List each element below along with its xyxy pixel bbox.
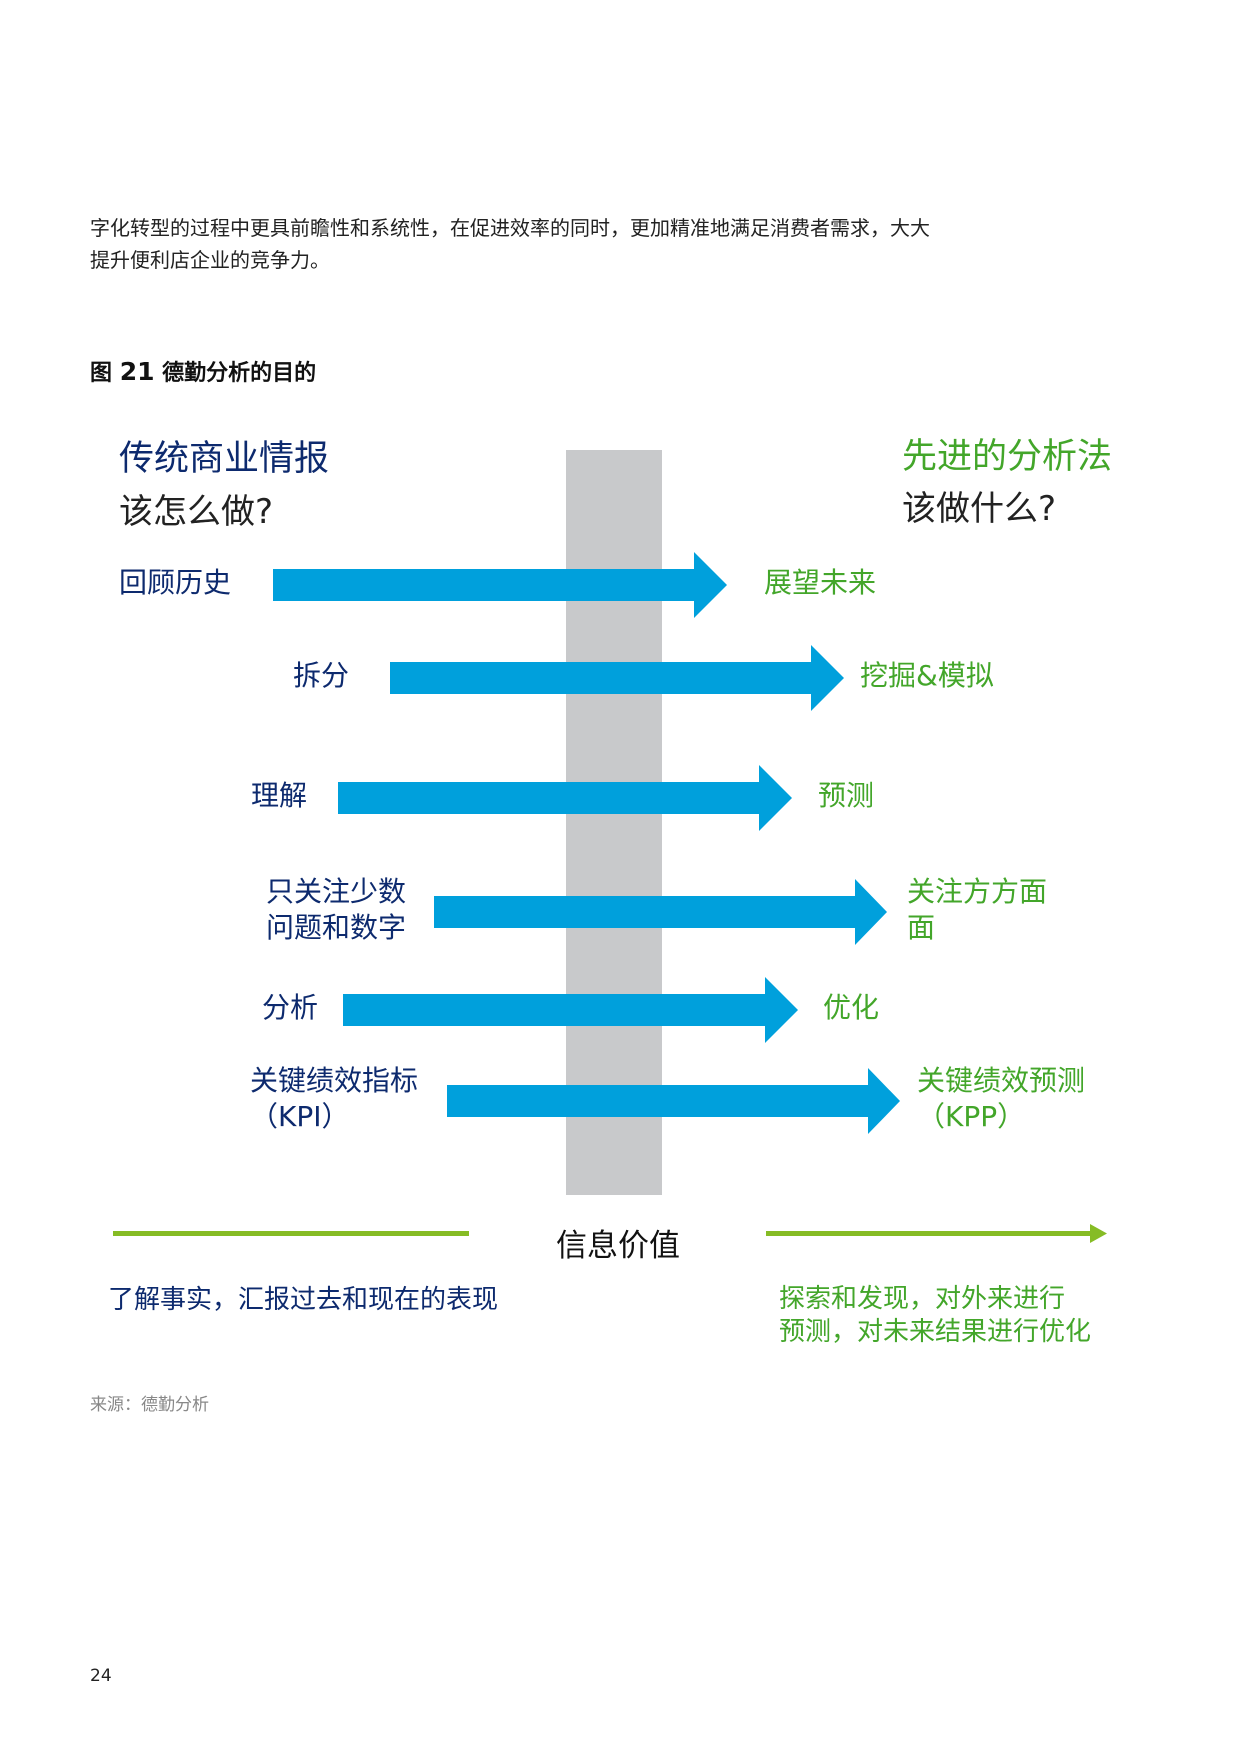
left-label-line: 拆分: [292, 659, 349, 692]
figure-prefix: 图: [90, 361, 113, 386]
value-line-left: [113, 1231, 469, 1236]
page-number: 24: [90, 1666, 112, 1686]
body-text-line-1: 字化转型的过程中更具前瞻性和系统性，在促进效率的同时，更加精准地满足消费者需求，…: [90, 216, 930, 240]
right-label-1: 展望未来: [764, 565, 876, 601]
bottom-right-text-2: 预测，对未来结果进行优化: [779, 1317, 1092, 1347]
right-label-2: 挖掘&模拟: [860, 658, 994, 694]
arrow-5: [343, 977, 798, 1043]
right-label-line: 优化: [823, 991, 880, 1024]
source-note: 来源：德勤分析: [90, 1395, 209, 1415]
right-label-line: 面: [907, 911, 936, 944]
left-question: 该怎么做?: [119, 492, 274, 532]
left-label-line: 分析: [261, 991, 318, 1024]
left-label-5: 分析: [262, 990, 318, 1026]
bottom-right-text-1: 探索和发现，对外来进行: [779, 1284, 1066, 1314]
left-label-line: 回顾历史: [119, 566, 232, 599]
left-label-line: 只关注少数: [265, 875, 406, 908]
left-label-2: 拆分: [293, 658, 349, 694]
arrow-6: [447, 1068, 900, 1134]
arrow-4: [434, 879, 887, 945]
right-label-line: 展望未来: [764, 566, 877, 599]
left-label-4: 只关注少数问题和数字: [266, 874, 406, 946]
figure-title: 德勤分析的目的: [162, 361, 317, 386]
figure-caption: 图 21 德勤分析的目的: [90, 355, 316, 387]
right-label-line: 关注方方面: [907, 875, 1048, 908]
value-line-right: [766, 1231, 1092, 1236]
body-text-line-2: 提升便利店企业的竞争力。: [90, 248, 330, 272]
arrow-2: [390, 645, 844, 711]
left-label-line: （KPI）: [249, 1100, 350, 1133]
value-arrowhead-icon: [1090, 1224, 1107, 1243]
left-label-6: 关键绩效指标（KPI）: [250, 1063, 418, 1135]
right-label-line: 关键绩效预测: [917, 1064, 1086, 1097]
arrow-3: [338, 765, 792, 831]
right-question: 该做什么?: [902, 489, 1057, 529]
left-label-1: 回顾历史: [119, 565, 231, 601]
left-label-line: 理解: [250, 779, 307, 812]
right-label-3: 预测: [818, 778, 874, 814]
right-label-4: 关注方方面面: [907, 874, 1047, 946]
arrow-1: [273, 552, 727, 618]
left-label-line: 关键绩效指标: [249, 1064, 418, 1097]
right-label-line: 预测: [818, 779, 875, 812]
left-label-line: 问题和数字: [265, 911, 406, 944]
right-label-line: 挖掘&模拟: [860, 659, 994, 692]
axis-label: 信息价值: [556, 1228, 680, 1264]
left-label-3: 理解: [251, 778, 307, 814]
figure-number: 21: [119, 357, 155, 386]
right-label-5: 优化: [823, 990, 879, 1026]
right-label-line: （KPP）: [917, 1100, 1026, 1133]
right-heading: 先进的分析法: [902, 437, 1113, 477]
bottom-left-text: 了解事实，汇报过去和现在的表现: [108, 1285, 499, 1315]
right-label-6: 关键绩效预测（KPP）: [917, 1063, 1085, 1135]
left-heading: 传统商业情报: [119, 439, 330, 479]
